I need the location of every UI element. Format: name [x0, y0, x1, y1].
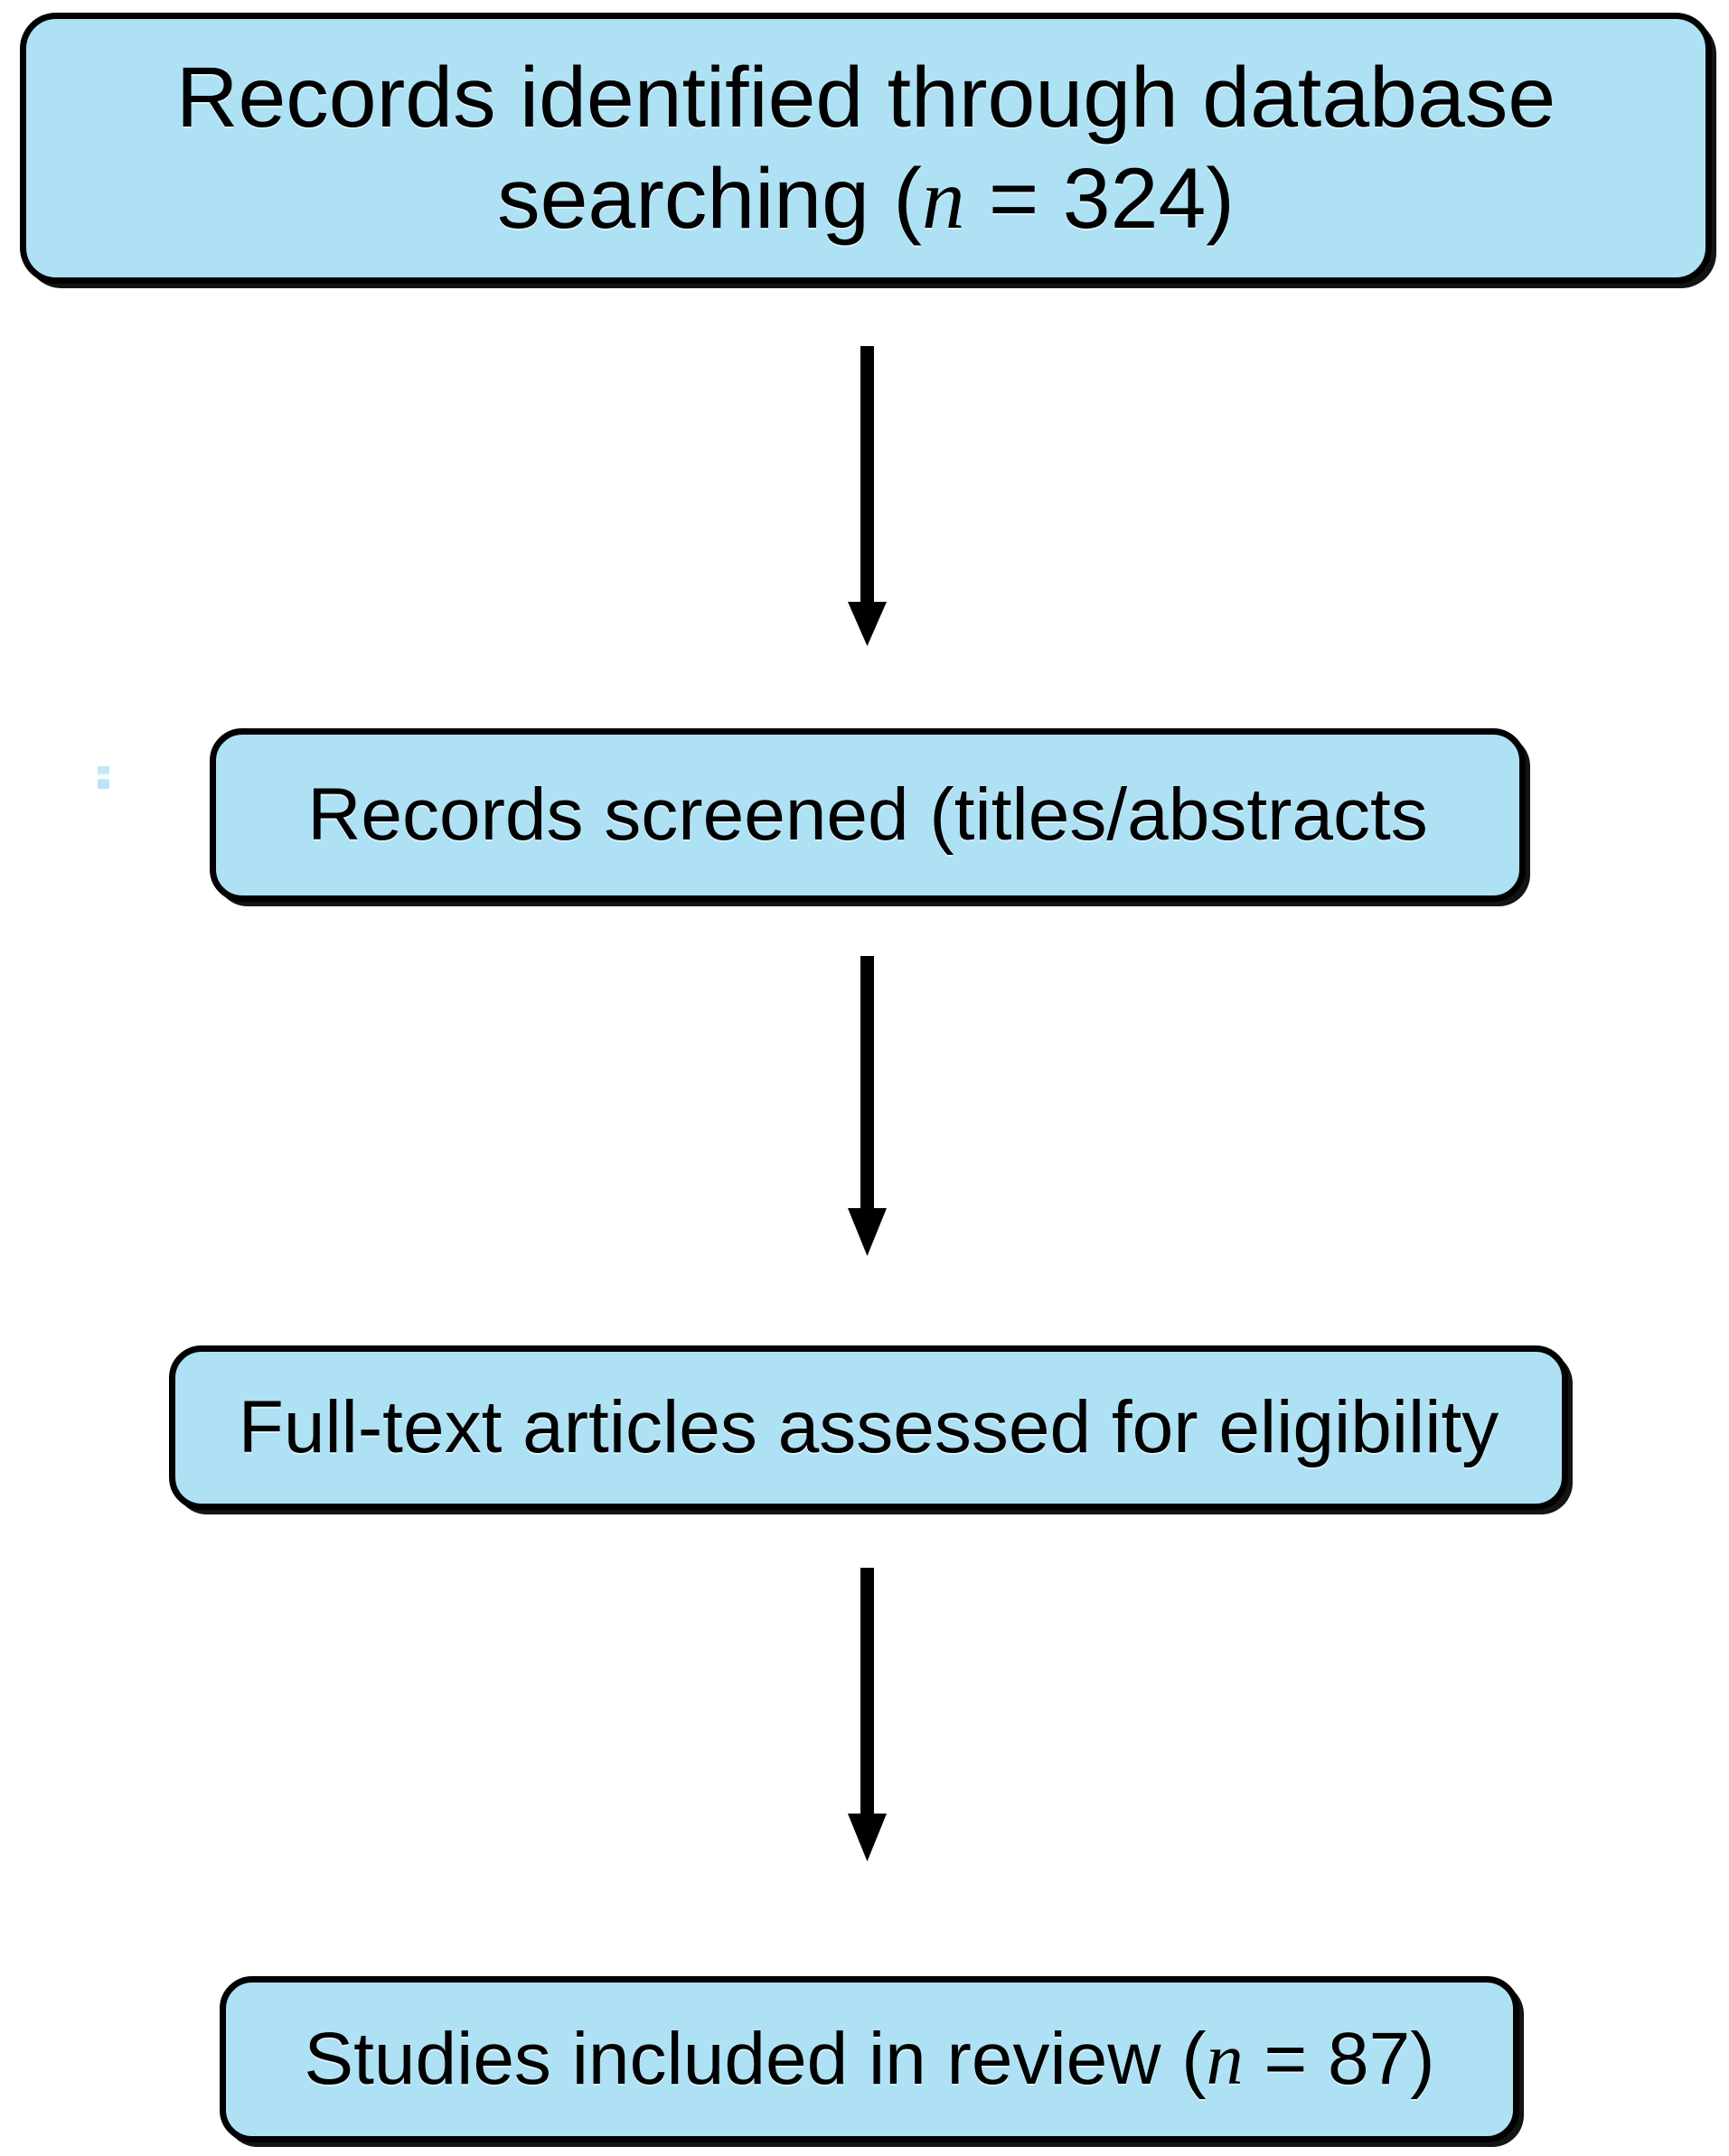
node-records-screened-label: Records screened (titles/abstracts [307, 773, 1428, 857]
node-fulltext-assessed[interactable]: Full-text articles assessed for eligibil… [169, 1345, 1568, 1510]
n-symbol-included: n [1206, 2018, 1244, 2101]
node-fulltext-assessed-label: Full-text articles assessed for eligibil… [238, 1386, 1499, 1469]
node-studies-included-label: Studies included in review (n = 87) [304, 2018, 1435, 2101]
render-artifact-fragment [98, 766, 109, 789]
n-symbol-identification: n [922, 151, 965, 247]
node-records-screened[interactable]: Records screened (titles/abstracts [210, 728, 1526, 902]
node-studies-included[interactable]: Studies included in review (n = 87) [220, 1976, 1519, 2142]
